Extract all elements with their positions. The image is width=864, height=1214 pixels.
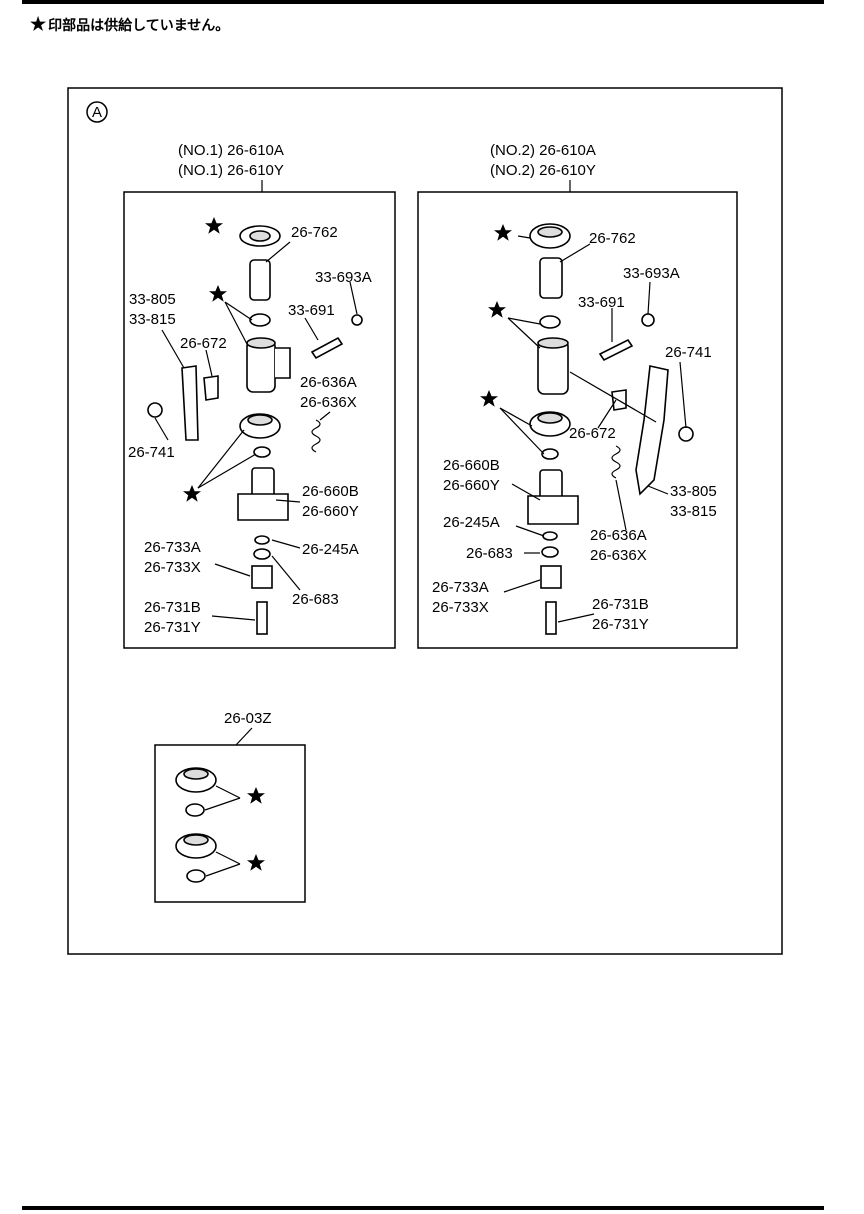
label-26-731Y: 26-731Y bbox=[592, 616, 649, 633]
adjusting-screw-part bbox=[256, 601, 268, 635]
label-26-660Y: 26-660Y bbox=[443, 477, 500, 494]
star-icon bbox=[205, 217, 223, 234]
label-26-245A: 26-245A bbox=[302, 541, 359, 558]
bleeder-screw-part bbox=[598, 338, 634, 362]
star-icon bbox=[488, 301, 506, 318]
label-26-660Y: 26-660Y bbox=[302, 503, 359, 520]
label-26-660B: 26-660B bbox=[302, 483, 359, 500]
label-26-733X: 26-733X bbox=[144, 559, 201, 576]
label-26-672: 26-672 bbox=[180, 335, 227, 352]
star-icon bbox=[247, 854, 265, 871]
spring-part bbox=[311, 419, 321, 453]
star-icon: ★ bbox=[30, 14, 47, 34]
label-26-733A: 26-733A bbox=[432, 579, 489, 596]
bracket-part bbox=[635, 365, 669, 496]
star-icon bbox=[494, 224, 512, 241]
assembly-no2-header-line2: (NO.2) 26-610Y bbox=[490, 162, 596, 179]
repair-kit-frame bbox=[154, 744, 306, 903]
bleeder-screw-part bbox=[310, 336, 344, 360]
label-26-683: 26-683 bbox=[292, 591, 339, 608]
kit-seal-part bbox=[185, 803, 205, 817]
shoe-plate-part bbox=[237, 493, 289, 521]
assembly-no2: (NO.2) 26-610A (NO.2) 26-610Y bbox=[417, 142, 738, 649]
bolt-part bbox=[147, 402, 163, 418]
label-26-762: 26-762 bbox=[589, 230, 636, 247]
adjuster-wheel-part bbox=[251, 565, 273, 589]
label-26-660B: 26-660B bbox=[443, 457, 500, 474]
label-26-731Y: 26-731Y bbox=[144, 619, 201, 636]
legend-note: ★印部品は供給していません。 bbox=[30, 14, 229, 35]
bolt-part bbox=[678, 426, 694, 442]
label-33-691: 33-691 bbox=[578, 294, 625, 311]
legend-note-text: 印部品は供給していません。 bbox=[48, 17, 230, 33]
label-26-636A: 26-636A bbox=[300, 374, 357, 391]
label-26-733A: 26-733A bbox=[144, 539, 201, 556]
seal-ring-part bbox=[539, 315, 561, 329]
assembly-no2-frame bbox=[417, 191, 738, 649]
label-26-741: 26-741 bbox=[665, 344, 712, 361]
label-26-741: 26-741 bbox=[128, 444, 175, 461]
adjusting-screw-part bbox=[545, 601, 557, 635]
bleeder-cap-part bbox=[641, 313, 655, 327]
kit-seal-part bbox=[186, 869, 206, 883]
label-26-245A: 26-245A bbox=[443, 514, 500, 531]
label-33-805: 33-805 bbox=[670, 483, 717, 500]
label-26-731B: 26-731B bbox=[592, 596, 649, 613]
section-marker: A bbox=[86, 101, 108, 123]
assembly-no1: (NO.1) 26-610A (NO.1) 26-610Y bbox=[123, 142, 396, 649]
star-icon bbox=[480, 390, 498, 407]
star-icon bbox=[247, 787, 265, 804]
label-26-733X: 26-733X bbox=[432, 599, 489, 616]
clip-part bbox=[203, 375, 219, 401]
bleeder-cap-part bbox=[351, 314, 363, 326]
outer-frame bbox=[67, 87, 783, 955]
label-33-693A: 33-693A bbox=[623, 265, 680, 282]
label-33-691: 33-691 bbox=[288, 302, 335, 319]
label-26-636X: 26-636X bbox=[300, 394, 357, 411]
label-26-683: 26-683 bbox=[466, 545, 513, 562]
valve-body-part bbox=[539, 257, 563, 299]
label-33-815: 33-815 bbox=[129, 311, 176, 328]
shoe-plate-part bbox=[527, 495, 579, 525]
section-marker-label: A bbox=[92, 104, 102, 121]
label-26-731B: 26-731B bbox=[144, 599, 201, 616]
label-33-805: 33-805 bbox=[129, 291, 176, 308]
spring-part bbox=[611, 445, 621, 479]
label-26-636A: 26-636A bbox=[590, 527, 647, 544]
bottom-border-bar bbox=[22, 1206, 824, 1210]
label-26-636X: 26-636X bbox=[590, 547, 647, 564]
assembly-no2-header-line1: (NO.2) 26-610A bbox=[490, 142, 596, 159]
label-33-815: 33-815 bbox=[670, 503, 717, 520]
label-26-03Z: 26-03Z bbox=[224, 710, 272, 727]
label-26-672: 26-672 bbox=[569, 425, 616, 442]
top-border-bar bbox=[22, 0, 824, 4]
bracket-part bbox=[181, 365, 199, 441]
seal-ring-part bbox=[249, 313, 271, 327]
valve-body-part bbox=[249, 259, 271, 301]
label-33-693A: 33-693A bbox=[315, 269, 372, 286]
star-icon bbox=[209, 285, 227, 302]
repair-kit: 26-03Z bbox=[154, 710, 306, 903]
assembly-no1-frame bbox=[123, 191, 396, 649]
assembly-no1-header-line2: (NO.1) 26-610Y bbox=[178, 162, 284, 179]
label-26-762: 26-762 bbox=[291, 224, 338, 241]
assembly-no1-header-line1: (NO.1) 26-610A bbox=[178, 142, 284, 159]
adjuster-wheel-part bbox=[540, 565, 562, 589]
